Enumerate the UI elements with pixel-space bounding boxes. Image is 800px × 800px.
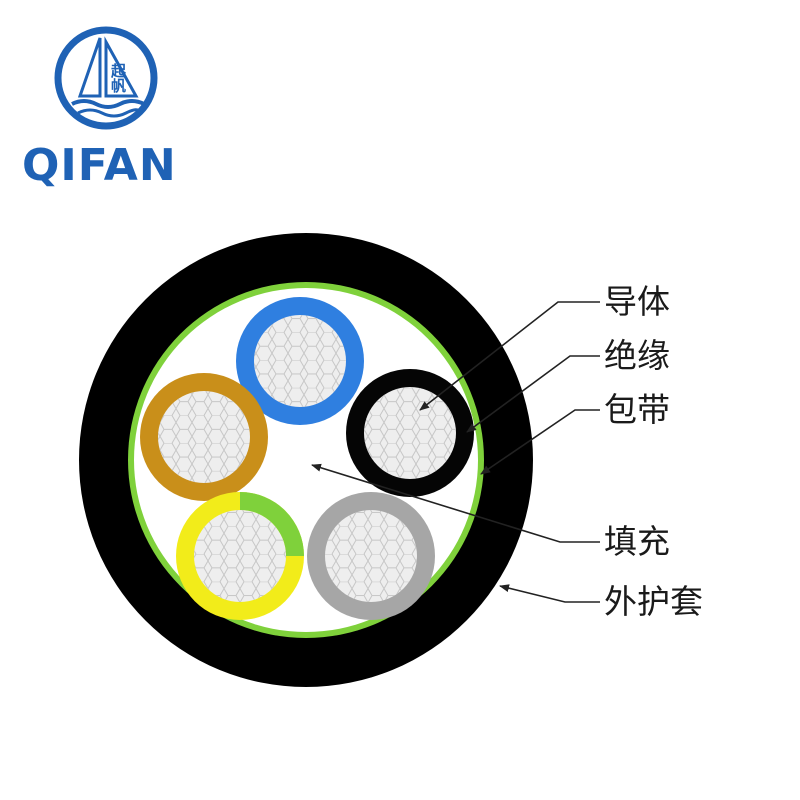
black-core-conductor [364,387,456,479]
brown-core-conductor [158,391,250,483]
label-conductor: 导体 [604,282,670,321]
blue-core [236,297,364,425]
leader-conductor [419,301,600,411]
logo-emblem-text: 起帆 [109,63,127,94]
logo-ring [54,26,158,130]
logo-sail-icon [77,37,102,98]
logo-wave-icon [71,99,145,109]
logo-sail-icon-right [104,36,139,98]
blue-core-conductor [254,315,346,407]
leader-insulation [466,355,600,433]
yellow-green-core [176,492,304,620]
logo-wave-icon-2 [77,108,142,118]
label-tape: 包带 [604,390,670,429]
label-insulation: 绝缘 [604,336,670,375]
qifan-logo-emblem: 起帆 [54,26,158,130]
leader-lines [311,301,600,603]
leader-filler [311,463,600,543]
black-core [346,369,474,497]
leader-sheath [499,584,600,603]
yellow-green-core-stripe [240,492,304,556]
grey-core [307,492,435,620]
grey-core-conductor [325,510,417,602]
yellow-green-core-conductor [194,510,286,602]
label-sheath: 外护套 [604,582,703,621]
brand-name: QIFAN [22,140,177,191]
label-filler: 填充 [604,522,670,561]
brown-core [140,373,268,501]
leader-tape [480,409,600,475]
